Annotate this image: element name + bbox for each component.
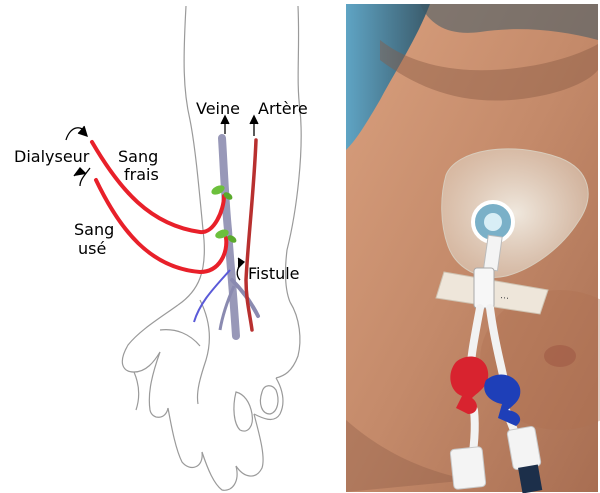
- catheter-clamp-body: [474, 268, 494, 308]
- label-used-blood-line1: Sang: [74, 220, 114, 239]
- label-fresh-blood-line1: Sang: [118, 147, 158, 166]
- label-artery: Artère: [258, 99, 308, 118]
- arm-diagram-panel: Dialyseur Sang frais Sang usé Veine Artè…: [14, 6, 308, 490]
- label-fresh-blood-line2: frais: [124, 165, 159, 184]
- nipple: [544, 345, 576, 367]
- label-dialyzer: Dialyseur: [14, 147, 90, 166]
- label-used-blood-line2: usé: [78, 239, 106, 258]
- label-vein: Veine: [196, 99, 240, 118]
- used-blood-tube: [96, 180, 226, 272]
- arm-outline: [122, 6, 301, 490]
- tape-writing: …: [500, 291, 510, 302]
- label-fistula: Fistule: [248, 264, 300, 283]
- white-cap-left: [450, 446, 486, 489]
- catheter-photo-panel: …: [346, 4, 600, 493]
